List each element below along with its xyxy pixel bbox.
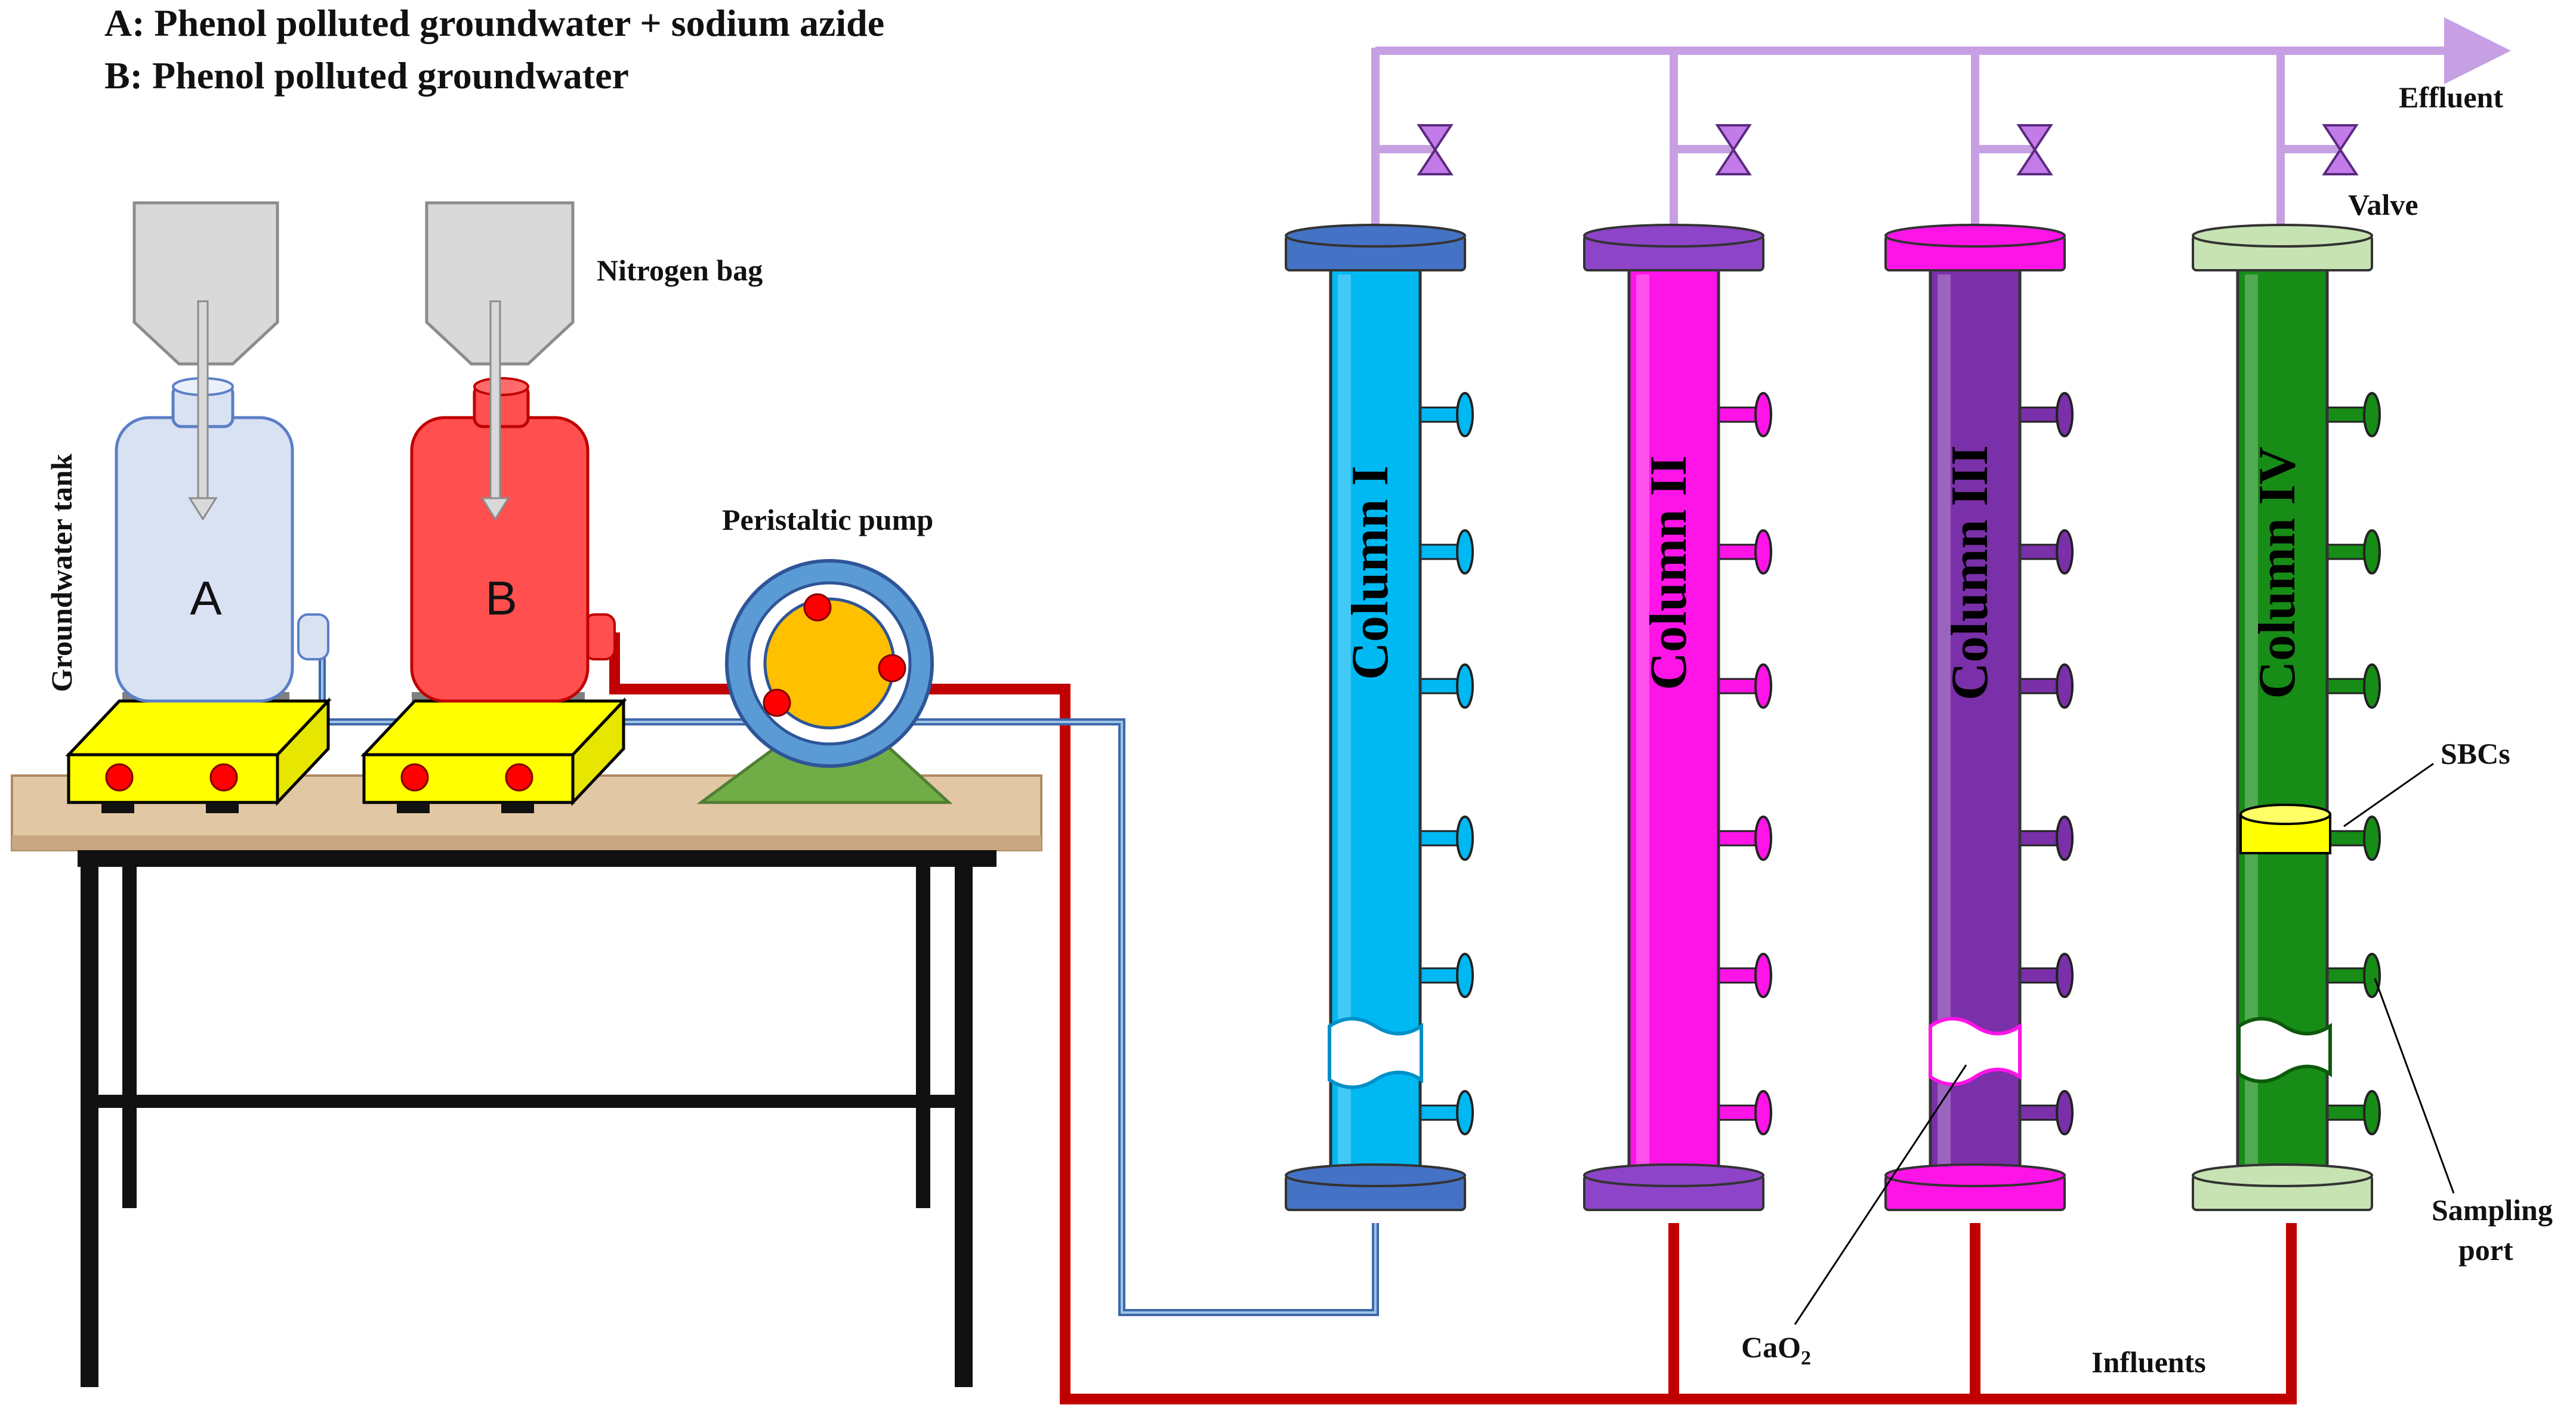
influents-label: Influents (2091, 1345, 2206, 1379)
column-highlight (2245, 274, 2258, 1181)
column-highlight (1938, 274, 1951, 1181)
sampling-port-cap (2363, 953, 2381, 998)
legend-line-b: B: Phenol polluted groundwater (104, 54, 629, 97)
sampling-port-cap (2056, 1090, 2074, 1135)
sampling-port-cap (2056, 663, 2074, 709)
column-label: Column III (1941, 445, 1999, 700)
peristaltic-pump-label: Peristaltic pump (722, 503, 933, 536)
column-highlight (1338, 274, 1351, 1181)
sampling-port-cap (1456, 392, 1474, 437)
sampling-port-cap (2363, 1090, 2381, 1135)
sampling-port-cap (2056, 953, 2074, 998)
sampling-port-cap (1754, 953, 1772, 998)
column-cap-rim-bottom (1583, 1163, 1764, 1187)
sampling-port-cap (1754, 816, 1772, 861)
effluent-label: Effluent (2399, 81, 2503, 114)
sbcs-band (2239, 804, 2331, 854)
column-cap-rim-top (2192, 224, 2373, 248)
column-cap-rim-bottom (1884, 1163, 2066, 1187)
columns-layer: Column I Column II Column III Column IV (1285, 224, 2381, 1211)
sampling-port-cap (2363, 663, 2381, 709)
column-cap-rim-bottom (2192, 1163, 2373, 1187)
peristaltic-pump (696, 559, 953, 804)
sbcs-label: SBCs (2441, 737, 2510, 770)
nitrogen-bag-label: Nitrogen bag (597, 254, 763, 287)
valve-label: Valve (2348, 188, 2418, 221)
column-cap-rim-bottom (1285, 1163, 1466, 1187)
sampling-port-cap (1754, 663, 1772, 709)
column-cap-rim-top (1285, 224, 1466, 248)
stirrer-plate-a (65, 692, 332, 813)
column-breaks (1328, 1017, 2332, 1089)
cao2-label: CaO2 (1741, 1330, 1811, 1369)
sampling-port-cap (2056, 816, 2074, 861)
groundwater-tank-label: Groundwater tank (45, 453, 78, 692)
red-influent-tube (609, 632, 2297, 1404)
sampling-port-label-line2: port (2458, 1233, 2513, 1267)
sampling-port-cap (2056, 529, 2074, 575)
sampling-port-label-line1: Sampling (2432, 1193, 2553, 1227)
sampling-port-cap (1456, 663, 1474, 709)
column-label: Column I (1341, 465, 1399, 680)
tank-b-label: B (485, 572, 517, 625)
sampling-port-cap (1754, 392, 1772, 437)
sampling-port-cap (1456, 816, 1474, 861)
valve-icons (1417, 124, 2359, 175)
leader-lines (1794, 762, 2455, 1325)
nitrogen-bag-b (425, 201, 575, 521)
sampling-port-cap (1754, 1090, 1772, 1135)
effluent-pipe (1371, 17, 2511, 236)
column-cap-rim-top (1884, 224, 2066, 248)
table (11, 774, 1042, 1387)
tank-a-label: A (190, 572, 222, 625)
column-cap-rim-top (1583, 224, 1764, 248)
groundwater-tank-b: B (410, 377, 616, 703)
groundwater-tank-a: A (115, 377, 329, 703)
column-highlight (1636, 274, 1649, 1181)
sampling-port-cap (2056, 392, 2074, 437)
sampling-port-cap (2363, 529, 2381, 575)
column-label: Column IV (2248, 447, 2306, 699)
column-label: Column II (1640, 455, 1698, 690)
sampling-port-cap (2363, 816, 2381, 861)
stirrer-plate-b (360, 692, 627, 813)
sampling-port-cap (2363, 392, 2381, 437)
sampling-port-cap (1456, 953, 1474, 998)
sampling-port-cap (1456, 1090, 1474, 1135)
sampling-port-cap (1754, 529, 1772, 575)
nitrogen-bag-a (132, 201, 279, 521)
legend-line-a: A: Phenol polluted groundwater + sodium … (104, 2, 884, 44)
sampling-port-cap (1456, 529, 1474, 575)
